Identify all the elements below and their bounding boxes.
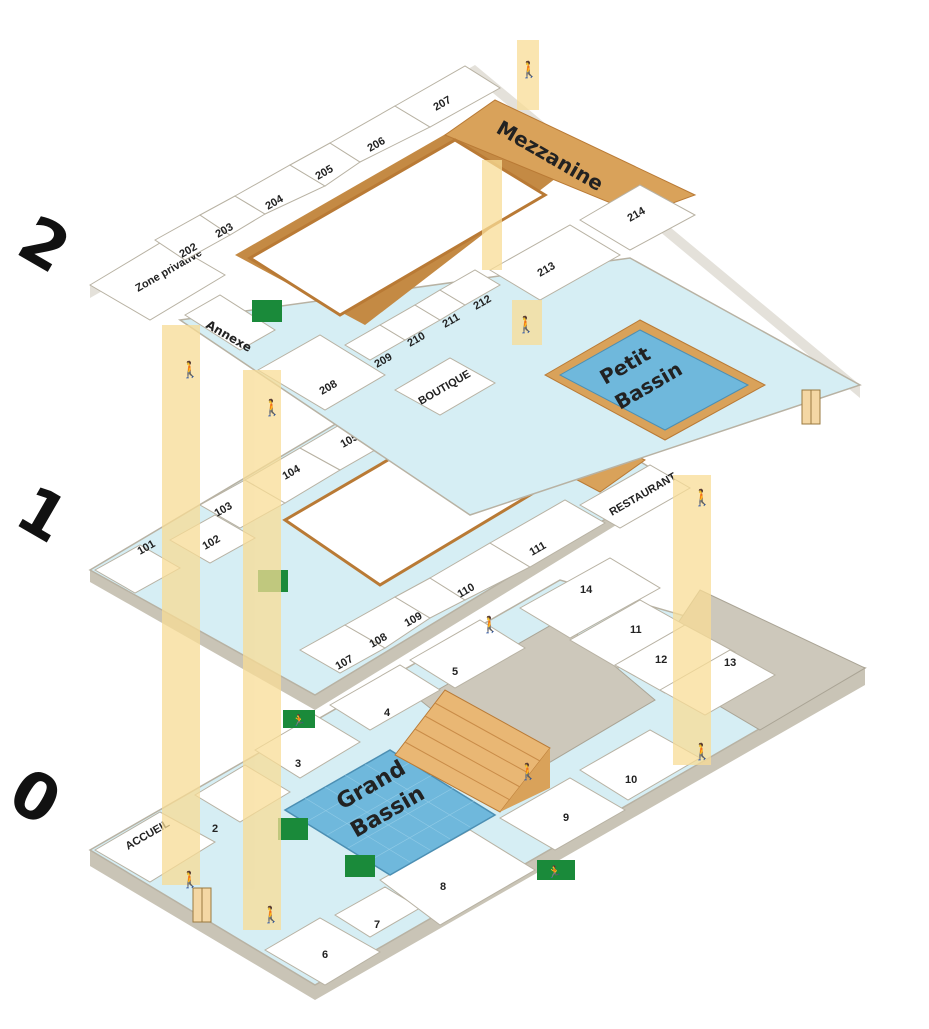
room-207[interactable]: [394, 65, 501, 128]
room-label-10: 10: [625, 774, 637, 786]
stair-shaft-1: [162, 325, 200, 885]
stairs-icon: 🚶: [480, 615, 500, 634]
room-14[interactable]: [519, 557, 661, 639]
stair-shaft-6: [517, 40, 539, 110]
room-214[interactable]: [579, 184, 697, 251]
room-label-14: 14: [580, 584, 593, 596]
door-icon: [801, 389, 821, 425]
stair-shaft-2: [243, 370, 281, 930]
room-label-7: 7: [374, 919, 380, 931]
room-213[interactable]: [489, 224, 621, 301]
room-9[interactable]: [498, 777, 627, 851]
room-5[interactable]: [409, 619, 526, 689]
room-label-12: 12: [655, 654, 667, 666]
stairs-icon: 🚶: [518, 762, 538, 781]
stairs-icon: 🚶: [692, 488, 712, 507]
floor-0: ACCUEIL 2 3 4 5 6 7 8 9 10 11 12 13: [88, 557, 867, 1000]
room-label-6: 6: [322, 949, 328, 961]
svg-text:🏃: 🏃: [292, 714, 306, 727]
petit-bassin-pool: [558, 329, 750, 431]
bleachers: [394, 689, 551, 813]
stairs-icon: 🚶: [180, 870, 200, 889]
floor-number-0: 0: [0, 755, 72, 841]
svg-text:🏃: 🏃: [547, 865, 562, 879]
toilets-icon: [345, 855, 375, 877]
room-208[interactable]: [257, 334, 386, 411]
stairs-icon: 🚶: [262, 398, 282, 417]
room-label-5: 5: [452, 666, 458, 678]
floor-2: Mezzanine Zone privative 202 203 204 205…: [89, 65, 862, 516]
stairs-icons: 🚶 🚶 🚶 🚶 🚶 🚶 🚶 🚶 🚶 🚶: [180, 60, 712, 924]
room-6[interactable]: [264, 917, 381, 986]
stairs-icon: 🚶: [516, 315, 536, 334]
room-label-8: 8: [440, 881, 446, 893]
room-label-13: 13: [724, 657, 736, 669]
floor-number-1: 1: [4, 472, 80, 558]
floor-number-2: 2: [6, 202, 82, 288]
room-boutique[interactable]: [393, 357, 497, 416]
room-label-3: 3: [295, 758, 301, 770]
toilets-icon: [278, 818, 308, 840]
stair-shaft-4: [482, 160, 502, 270]
mezzanine-deck[interactable]: [443, 99, 697, 216]
floor-1-slab-edge: [90, 480, 670, 710]
room-zone-privative[interactable]: [89, 239, 226, 321]
toilets-icon: [252, 300, 282, 322]
grand-bassin-pool: [283, 749, 497, 876]
room-label-11: 11: [630, 624, 642, 636]
room-label-2: 2: [212, 823, 218, 835]
floor-2-void: [247, 138, 548, 317]
room-label-4: 4: [384, 707, 391, 719]
stairs-icon: 🚶: [692, 742, 712, 761]
room-4[interactable]: [329, 664, 441, 731]
room-annexe[interactable]: [184, 294, 276, 351]
rooms-floor-2: Zone privative 202 203 204 205 206 207 A…: [89, 65, 697, 416]
room-111[interactable]: [489, 499, 606, 568]
stairs-icon: 🚶: [261, 905, 281, 924]
door-icon: [192, 887, 212, 923]
emergency-exit-icon: 🏃: [537, 860, 575, 880]
stairs-icon: 🚶: [180, 360, 200, 379]
grand-bassin-tiles: [304, 761, 475, 863]
room-label-9: 9: [563, 812, 569, 824]
room-212[interactable]: [439, 269, 501, 306]
floor-numbers: 2 1 0: [0, 202, 82, 841]
stair-shaft-3: [673, 475, 711, 765]
stairs-icon: 🚶: [519, 60, 539, 79]
stair-shafts: [162, 40, 711, 930]
stair-shaft-5: [512, 300, 542, 345]
emergency-exit-icon: 🏃: [283, 710, 315, 728]
